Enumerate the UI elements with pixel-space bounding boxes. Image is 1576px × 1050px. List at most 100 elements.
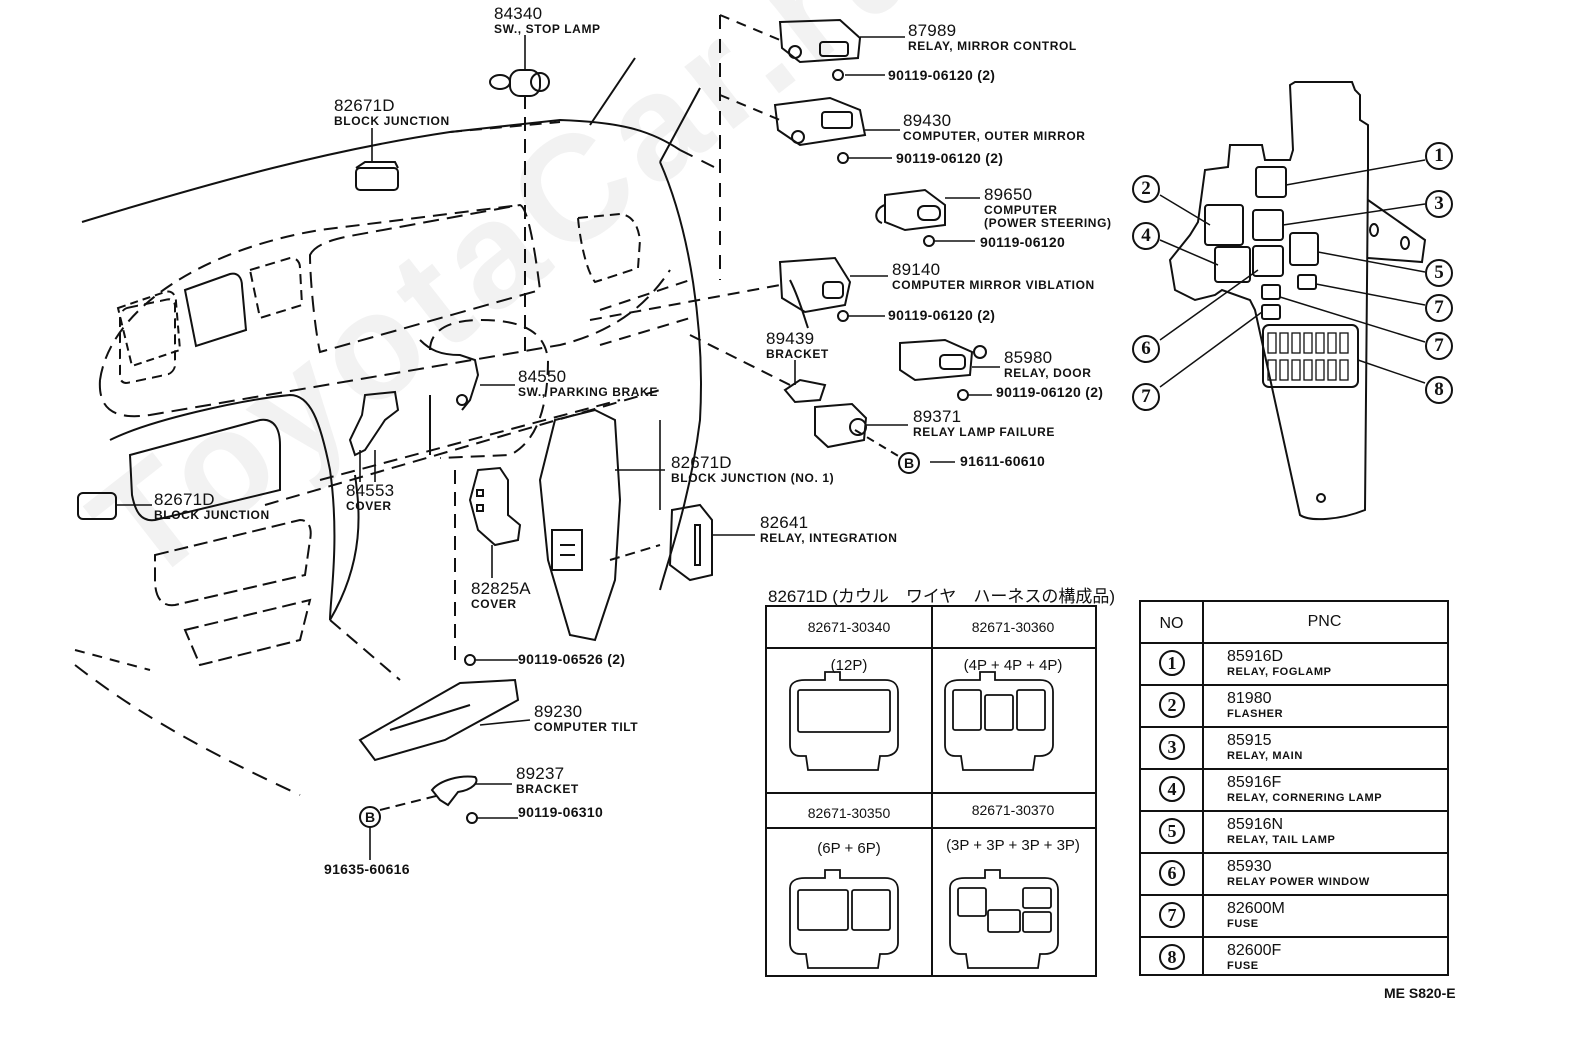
connector-table-title: 82671D (カウル ワイヤ ハーネスの構成品) — [768, 587, 1116, 606]
divider — [1202, 602, 1204, 974]
part-label-89439[interactable]: 89439 BRACKET — [766, 330, 829, 360]
part-number: 89371 — [913, 407, 962, 426]
part-number: 84340 — [494, 4, 543, 23]
part-label-82671d-left[interactable]: 82671D BLOCK JUNCTION — [154, 491, 270, 521]
callout-2[interactable]: 2 — [1132, 175, 1160, 203]
parking-brake-switch-shape — [419, 339, 480, 411]
part-number: 82671D — [154, 490, 215, 509]
part-number: 82641 — [760, 513, 809, 532]
bolt-label-4[interactable]: 90119-06120 (2) — [888, 307, 996, 323]
bolt-label-1[interactable]: 90119-06120 (2) — [888, 67, 996, 83]
part-label-84340[interactable]: 84340 SW., STOP LAMP — [494, 5, 601, 35]
ref-marker-b-upper: B — [898, 452, 920, 474]
part-number: 84550 — [518, 367, 567, 386]
part-description: COMPUTER — [984, 203, 1058, 217]
leader-lines — [116, 35, 1000, 860]
callout-4[interactable]: 4 — [1132, 222, 1160, 250]
connector-part-number: 82671-30340 — [807, 619, 891, 635]
connector-part-number: 82671-30350 — [807, 805, 891, 821]
part-number: 89140 — [892, 260, 941, 279]
part-description: SW., PARKING BRAKE — [518, 385, 658, 399]
part-number: 89430 — [903, 111, 952, 130]
header-pnc: PNC — [1307, 613, 1342, 630]
computer-outer-mirror-shape — [773, 96, 867, 147]
relay-box-inset-drawing — [1159, 81, 1427, 521]
part-label-89237[interactable]: 89237 BRACKET — [516, 765, 579, 795]
computer-tilt-shape — [358, 678, 520, 762]
part-number: 85980 — [1004, 348, 1053, 367]
pnc-description: RELAY, TAIL LAMP — [1227, 834, 1336, 846]
part-label-82671d-top[interactable]: 82671D BLOCK JUNCTION — [334, 97, 450, 127]
divider — [767, 792, 1095, 794]
cover-84553-shape — [348, 390, 400, 457]
connector-part-number: 82671-30360 — [971, 619, 1055, 635]
part-description: RELAY LAMP FAILURE — [913, 425, 1055, 439]
bolt-label-3[interactable]: 90119-06120 — [980, 234, 1066, 250]
connector-pin-spec: (3P + 3P + 3P + 3P) — [946, 837, 1080, 854]
part-label-85980[interactable]: 85980 RELAY, DOOR — [1004, 349, 1092, 379]
row-number-circle: 3 — [1159, 734, 1185, 760]
bolt-label-9[interactable]: 91635-60616 — [324, 861, 410, 877]
callout-7b[interactable]: 7 — [1425, 332, 1453, 360]
part-label-89140[interactable]: 89140 COMPUTER MIRROR VIBLATION — [892, 261, 1095, 291]
lower-panel-outline — [109, 393, 336, 621]
part-number: 89650 — [984, 185, 1033, 204]
part-label-84550[interactable]: 84550 SW., PARKING BRAKE — [518, 368, 658, 398]
part-label-82825a[interactable]: 82825A COVER — [471, 580, 531, 610]
part-description: COMPUTER MIRROR VIBLATION — [892, 278, 1095, 292]
part-label-89650[interactable]: 89650 COMPUTER (POWER STEERING) — [984, 186, 1112, 229]
bolt-label-5[interactable]: 90119-06120 (2) — [996, 384, 1104, 400]
connector-pin-spec: (4P + 4P + 4P) — [963, 657, 1063, 674]
dash-top-outline — [81, 118, 681, 223]
connector-pin-spec: (12P) — [830, 657, 868, 674]
part-number: 84553 — [346, 481, 395, 500]
bolt-label-6[interactable]: 91611-60610 — [960, 453, 1046, 469]
callout-7a[interactable]: 7 — [1425, 294, 1453, 322]
callout-7c[interactable]: 7 — [1132, 383, 1160, 411]
callout-1[interactable]: 1 — [1425, 142, 1453, 170]
relay-lamp-failure-shape — [814, 402, 868, 449]
part-label-82641[interactable]: 82641 RELAY, INTEGRATION — [760, 514, 897, 544]
part-number: 87989 — [908, 21, 957, 40]
part-description: BLOCK JUNCTION (NO. 1) — [671, 471, 835, 485]
part-label-89230[interactable]: 89230 COMPUTER TILT — [534, 703, 638, 733]
row-number-circle: 4 — [1159, 776, 1185, 802]
relay-mirror-control-shape — [778, 18, 862, 64]
pnc-description: FUSE — [1227, 960, 1259, 972]
callout-5[interactable]: 5 — [1425, 259, 1453, 287]
connector-pin-spec: (6P + 6P) — [817, 840, 881, 857]
part-description: COMPUTER TILT — [534, 720, 639, 734]
bolt-label-2[interactable]: 90119-06120 (2) — [896, 150, 1004, 166]
callout-6[interactable]: 6 — [1132, 335, 1160, 363]
computer-mirror-viblation-shape — [778, 256, 852, 329]
row-number-circle: 6 — [1159, 860, 1185, 886]
part-label-89371[interactable]: 89371 RELAY LAMP FAILURE — [913, 408, 1055, 438]
bolt-label-8[interactable]: 90119-06310 — [518, 804, 604, 820]
part-label-82671d-no1[interactable]: 82671D BLOCK JUNCTION (NO. 1) — [671, 454, 834, 484]
part-label-87989[interactable]: 87989 RELAY, MIRROR CONTROL — [908, 22, 1077, 52]
block-junction-small-shape — [355, 161, 399, 191]
bolt-label-7[interactable]: 90119-06526 (2) — [518, 651, 626, 667]
part-description: BLOCK JUNCTION — [154, 508, 270, 522]
part-description: RELAY, DOOR — [1004, 366, 1092, 380]
part-label-89430[interactable]: 89430 COMPUTER, OUTER MIRROR — [903, 112, 1086, 142]
callout-3[interactable]: 3 — [1425, 190, 1453, 218]
callout-8[interactable]: 8 — [1425, 376, 1453, 404]
part-label-84553[interactable]: 84553 COVER — [346, 482, 394, 512]
computer-power-steering-shape — [875, 188, 946, 232]
pnc-description: RELAY POWER WINDOW — [1227, 876, 1370, 888]
pnc-code: 85916F — [1227, 774, 1282, 791]
part-description: COVER — [346, 499, 392, 513]
row-number-circle: 7 — [1159, 902, 1185, 928]
stop-lamp-switch-shape — [489, 69, 550, 97]
